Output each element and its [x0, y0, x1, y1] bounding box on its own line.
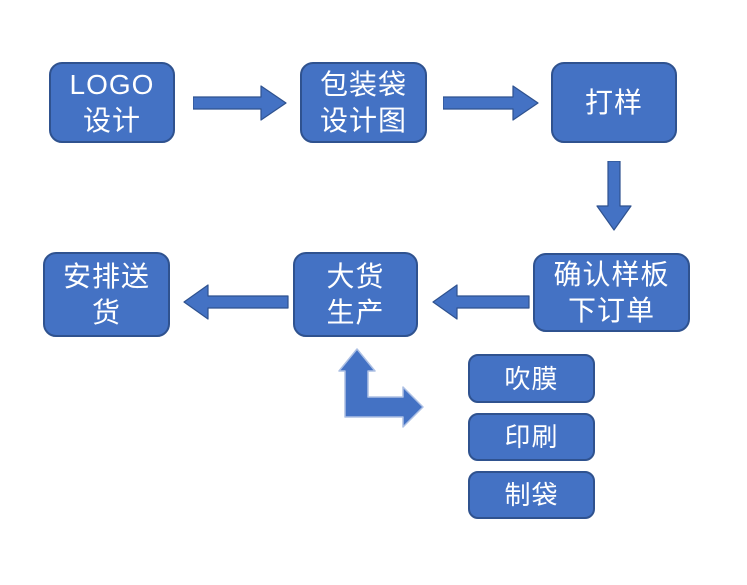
node-delivery: 安排送 货 [43, 252, 170, 337]
node-logo-design: LOGO 设计 [49, 62, 175, 143]
node-label-line: 设计 [82, 104, 141, 136]
node-proofing: 打样 [551, 62, 677, 143]
node-confirm-order: 确认样板 下订单 [533, 253, 690, 332]
node-label-line: 打样 [584, 86, 643, 118]
node-label-line: 安排送 [62, 260, 150, 292]
node-label-line: 吹膜 [504, 363, 559, 394]
arrow-package-to-proofing [443, 85, 539, 121]
arrow-production-to-delivery [183, 284, 289, 320]
arrow-order-to-production [432, 284, 530, 320]
node-label-line: 印刷 [504, 422, 559, 452]
node-label-line: 包装袋 [319, 68, 407, 100]
node-label-line: 生产 [326, 296, 385, 328]
node-package-design: 包装袋 设计图 [300, 62, 427, 143]
arrow-proofing-to-order [596, 161, 632, 231]
node-label-line: 确认样板 [553, 258, 670, 290]
node-label-line: 货 [91, 296, 121, 328]
node-label-line: 制袋 [504, 480, 559, 510]
node-blown-film: 吹膜 [468, 354, 595, 403]
node-label-line: 下订单 [567, 294, 655, 326]
node-bag-making: 制袋 [468, 471, 595, 519]
arrow-logo-to-package [193, 85, 287, 121]
node-label-line: LOGO [69, 68, 155, 100]
node-bulk-production: 大货 生产 [293, 252, 418, 337]
node-label-line: 设计图 [319, 104, 407, 136]
node-printing: 印刷 [468, 413, 595, 461]
arrow-substeps-to-production [338, 348, 424, 428]
node-label-line: 大货 [326, 260, 385, 292]
